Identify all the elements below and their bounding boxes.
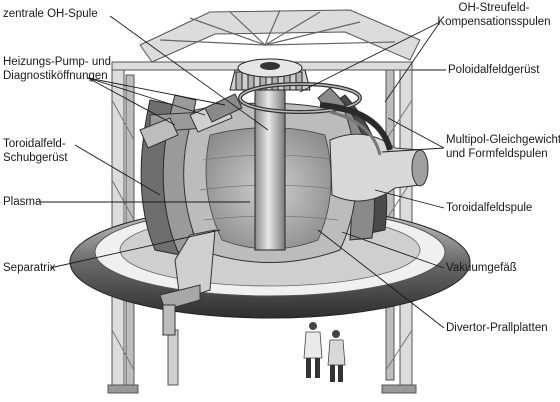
label-tf-frame-line1: Toroidalfeld- [3,138,66,150]
bottom-pipe [159,229,216,336]
label-vessel: Vakuumgefäß [446,262,517,274]
label-heating-ports-line2: Diagnostiköffnungen [3,70,108,82]
heating-ports [139,93,243,149]
label-oh-coil: zentrale OH-Spule [3,8,98,20]
label-divertor: Divertor-Prallplatten [446,322,548,334]
label-oh-stray-line2: Kompensationsspulen [437,16,551,28]
label-plasma: Plasma [3,196,42,208]
label-multipole-line2: und Formfeldspulen [446,148,548,160]
people-figures [303,322,346,382]
label-multipole-line1: Multipol-Gleichgewichts- [446,134,560,146]
label-heating-ports-line1: Heizungs-Pump- und [3,56,112,68]
central-oh-coil [229,58,311,251]
label-tf-frame-line2: Schubgerüst [3,152,68,164]
callout-lines [40,15,446,329]
label-poloidal-frame: Poloidalfeldgerüst [448,64,540,76]
oh-stray-compensation-coils [238,82,362,114]
label-tf-coil: Toroidalfeldspule [446,202,533,214]
label-oh-stray-line1: OH-Streufeld- [458,2,530,14]
multipole-coils [319,102,393,156]
label-separatrix: Separatrix [3,262,56,274]
